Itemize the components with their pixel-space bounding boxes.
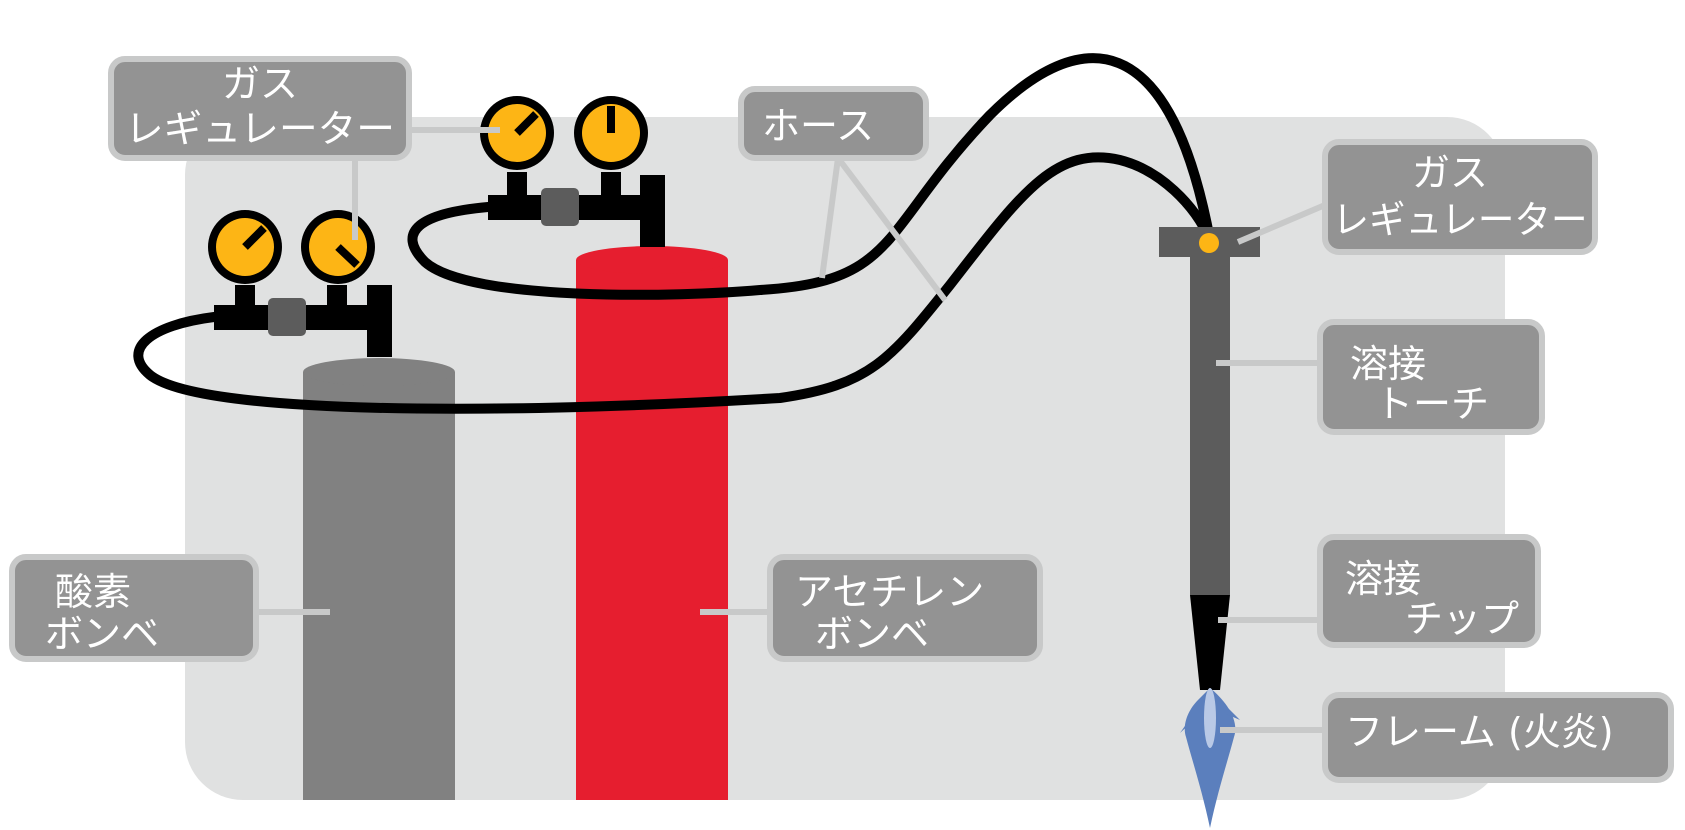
leader-line bbox=[835, 156, 948, 302]
gauge-icon bbox=[208, 210, 282, 284]
label-text: ガス bbox=[1412, 151, 1488, 195]
torch-valve-icon bbox=[1199, 233, 1219, 253]
label-text: 溶接 bbox=[1350, 342, 1426, 386]
label-text: アセチレン bbox=[795, 570, 984, 614]
label-text: 酸素 bbox=[55, 570, 131, 614]
label-oxygen-cylinder: 酸素 ボンベ bbox=[9, 554, 259, 662]
label-gas-regulator-right: ガス レギュレーター bbox=[1322, 139, 1598, 255]
gauge-icon bbox=[574, 96, 648, 170]
label-hose: ホース bbox=[738, 86, 929, 161]
leader-line bbox=[1236, 202, 1327, 245]
flame-icon bbox=[1180, 688, 1240, 828]
label-text: トーチ bbox=[1375, 382, 1489, 426]
oxygen-regulator bbox=[208, 210, 392, 357]
label-text: ボンベ bbox=[815, 612, 929, 656]
label-welding-tip: 溶接 チップ bbox=[1317, 534, 1541, 648]
label-text: ボンベ bbox=[45, 612, 159, 656]
label-text: ホース bbox=[762, 104, 874, 148]
acetylene-hose bbox=[407, 53, 1215, 300]
gauge-icon bbox=[301, 210, 375, 284]
leader-line bbox=[819, 157, 841, 279]
regulator-valve-knob bbox=[268, 298, 306, 336]
label-text: フレーム (火炎) bbox=[1345, 710, 1614, 754]
leader-lines bbox=[256, 127, 1327, 733]
label-gas-regulator-left: ガス レギュレーター bbox=[108, 56, 412, 161]
oxygen-hose bbox=[133, 152, 1215, 414]
gauge-icon bbox=[480, 96, 554, 170]
acetylene-regulator bbox=[480, 96, 665, 247]
label-flame: フレーム (火炎) bbox=[1322, 692, 1674, 783]
label-text: レギュレーター bbox=[125, 107, 395, 151]
regulator-valve-knob bbox=[541, 188, 579, 226]
oxygen-cylinder bbox=[303, 358, 455, 800]
label-acetylene-cylinder: アセチレン ボンベ bbox=[767, 554, 1043, 662]
label-text: 溶接 bbox=[1345, 557, 1421, 601]
label-text: レギュレーター bbox=[1333, 198, 1588, 242]
welding-torch bbox=[1159, 227, 1260, 595]
label-text: ガス bbox=[222, 62, 298, 106]
acetylene-cylinder bbox=[576, 246, 728, 800]
label-text: チップ bbox=[1405, 597, 1519, 641]
label-welding-torch: 溶接 トーチ bbox=[1317, 319, 1545, 435]
